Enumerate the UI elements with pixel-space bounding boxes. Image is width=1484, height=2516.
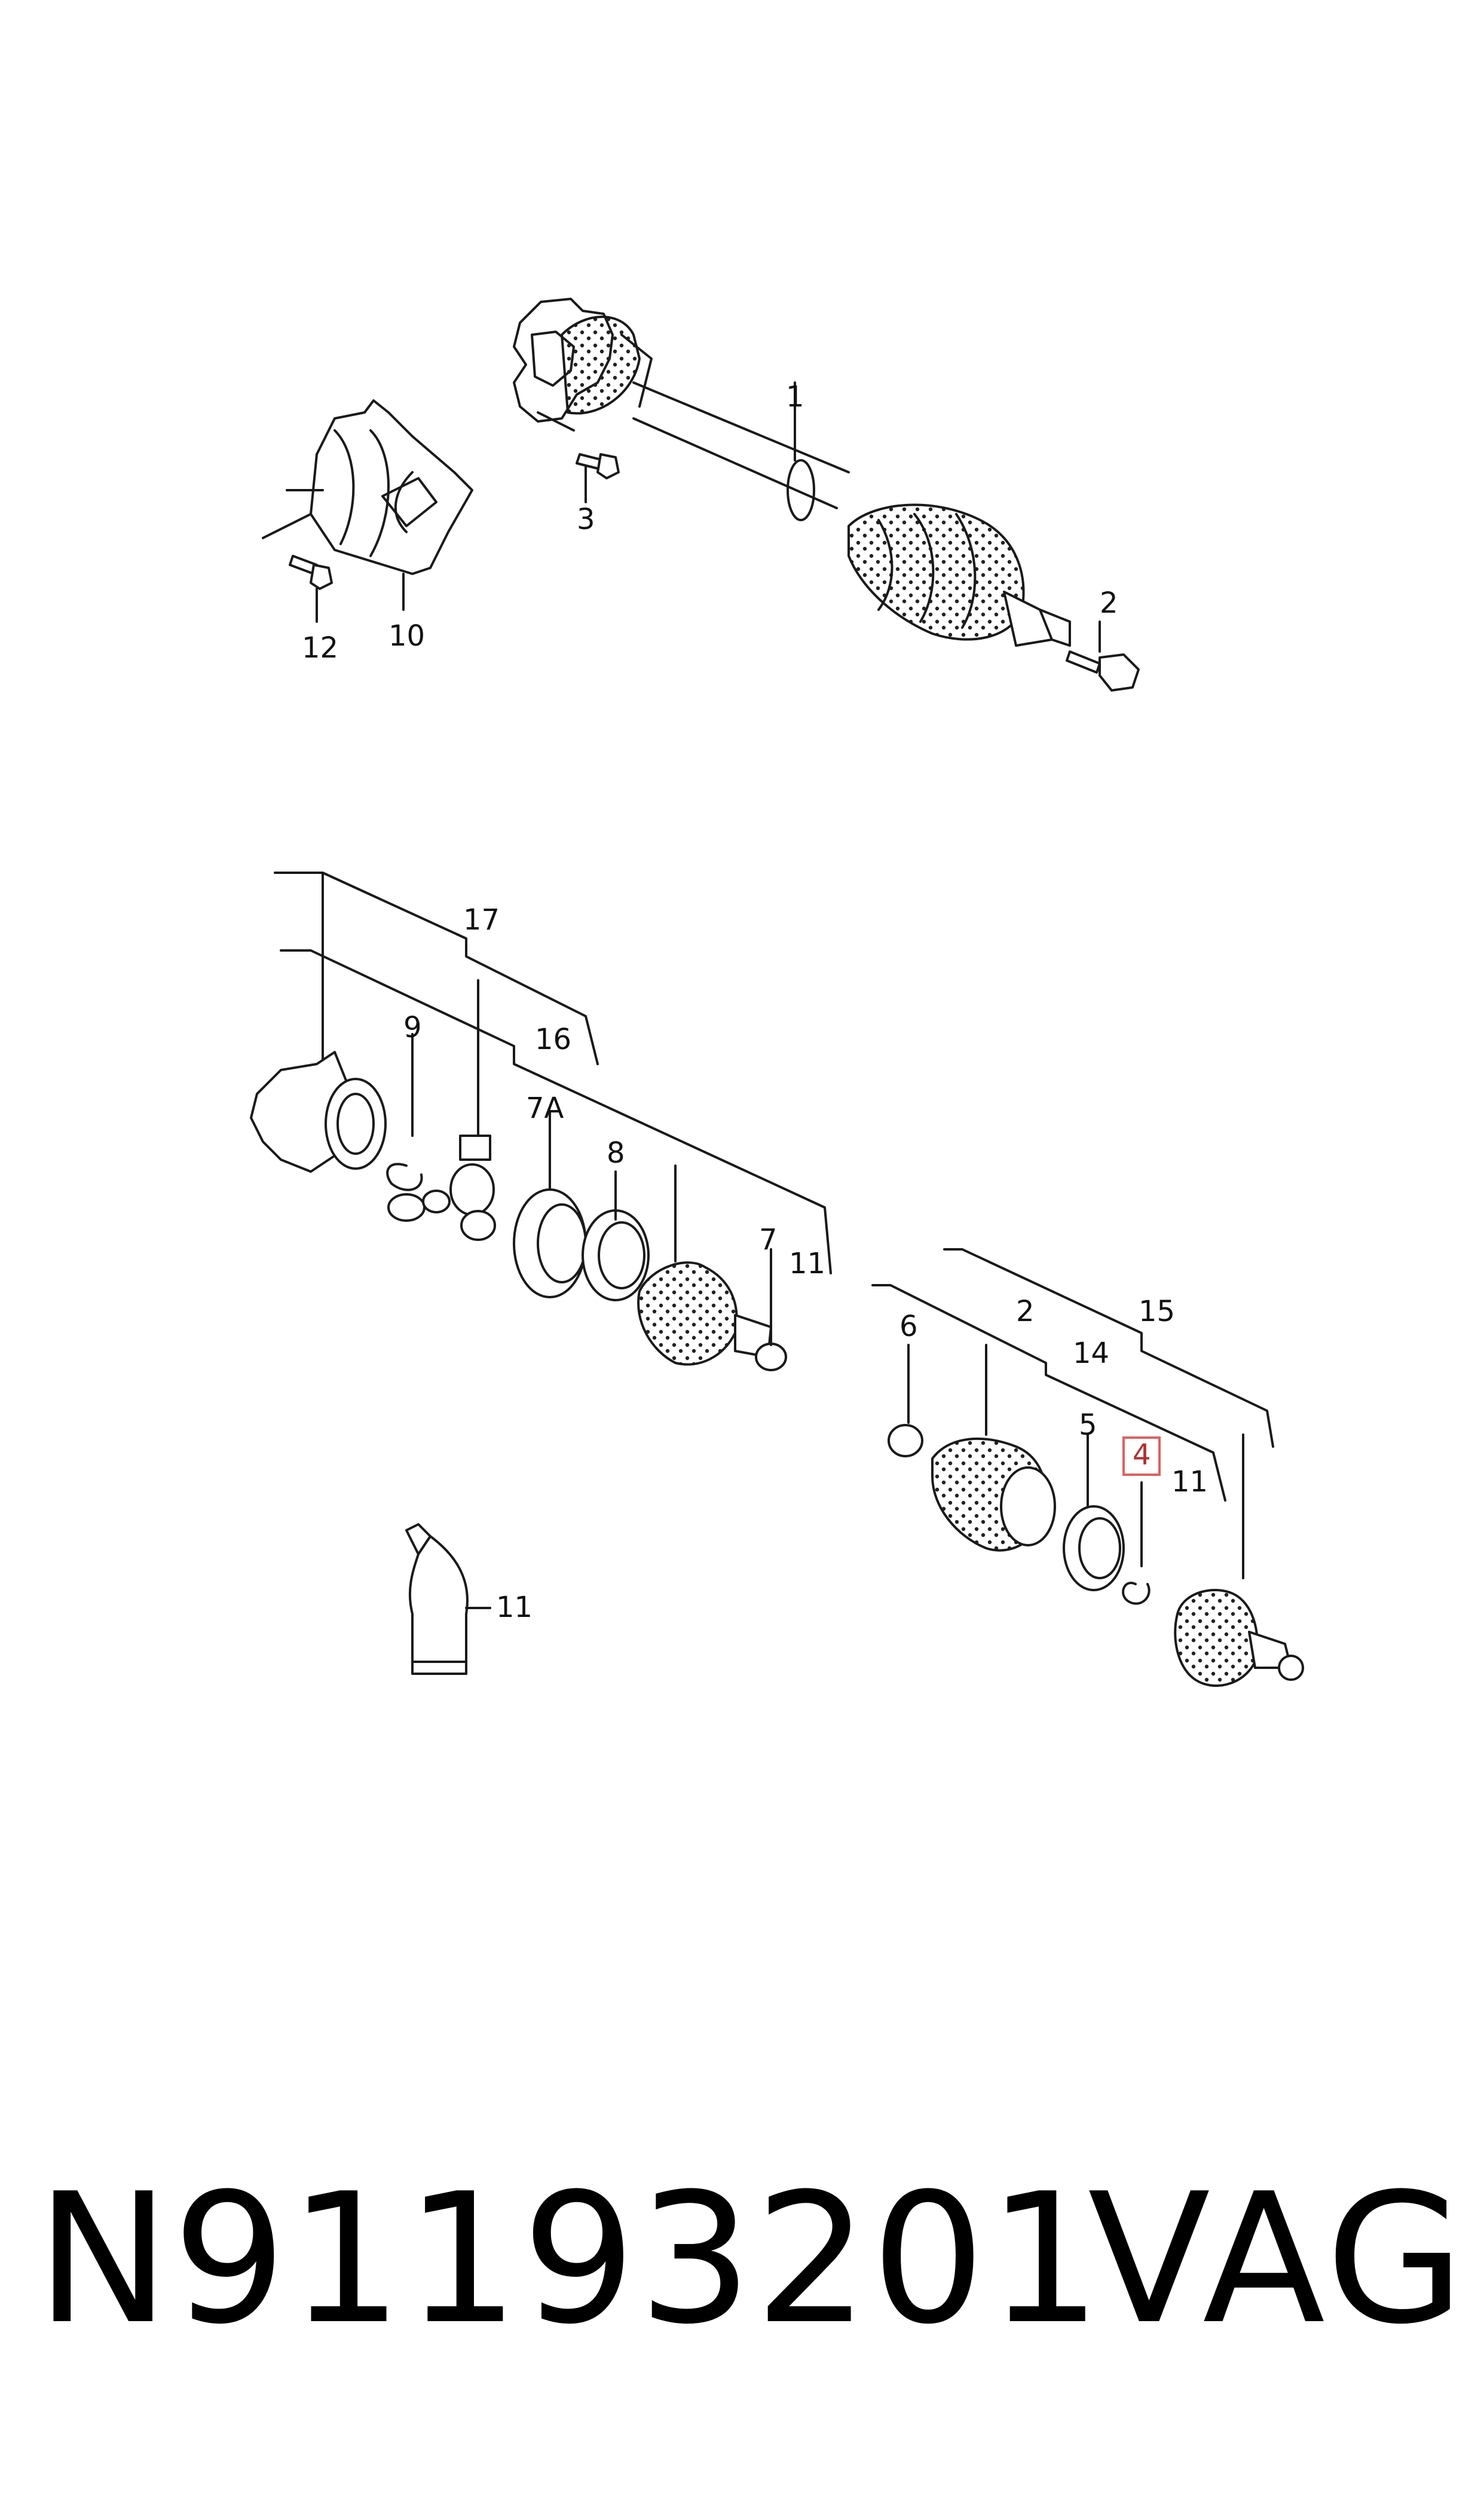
manufacturer: VAG bbox=[1088, 2155, 1468, 2364]
callout-9: 9 bbox=[403, 1011, 422, 1044]
callout-11-left: 11 bbox=[789, 1247, 825, 1280]
callout-3: 3 bbox=[577, 503, 595, 536]
callout-17: 17 bbox=[463, 903, 500, 937]
callout-10: 10 bbox=[388, 619, 425, 653]
callout-6: 6 bbox=[899, 1310, 918, 1343]
callout-7A: 7A bbox=[526, 1092, 564, 1125]
callout-14: 14 bbox=[1073, 1337, 1109, 1370]
highlight-box-4 bbox=[1122, 1436, 1161, 1476]
inner-joint-parts bbox=[250, 1033, 787, 1371]
callout-5: 5 bbox=[1079, 1408, 1097, 1442]
part-number: N91193201 bbox=[36, 2155, 1104, 2364]
callout-8: 8 bbox=[607, 1136, 625, 1170]
callout-11-right: 11 bbox=[1171, 1465, 1208, 1499]
drive-shaft-assembly bbox=[513, 298, 1140, 692]
outer-joint-brackets bbox=[871, 1248, 1274, 1579]
callout-15: 15 bbox=[1139, 1295, 1175, 1328]
callout-7: 7 bbox=[759, 1223, 778, 1257]
outer-joint-parts bbox=[888, 1344, 1304, 1687]
callout-16: 16 bbox=[535, 1023, 571, 1056]
grease-tube bbox=[405, 1523, 491, 1675]
callout-2-top: 2 bbox=[1100, 586, 1118, 620]
callout-1: 1 bbox=[786, 380, 804, 414]
repair-kit-brackets bbox=[274, 872, 832, 1274]
callout-11-tube: 11 bbox=[496, 1591, 533, 1624]
callout-labels: 1 2 3 10 12 17 16 9 7A 8 7 11 6 2 15 14 … bbox=[302, 380, 1208, 1624]
callout-12: 12 bbox=[302, 631, 338, 665]
callout-2-right: 2 bbox=[1016, 1295, 1035, 1328]
callout-4: 4 bbox=[1133, 1438, 1151, 1472]
heat-shield bbox=[262, 399, 473, 623]
